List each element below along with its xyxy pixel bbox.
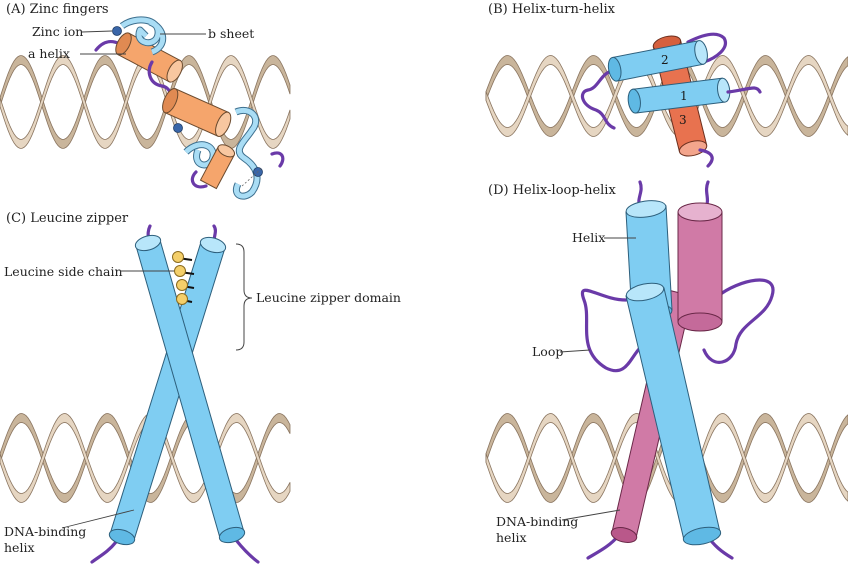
- dna-strand-front: [485, 413, 848, 503]
- dna-binding-label-c: DNA-binding: [4, 524, 86, 539]
- alpha-helix-cylinder: [162, 88, 232, 137]
- alpha-helix-label: a helix: [28, 46, 70, 61]
- dna-binding-label-d-2: helix: [496, 530, 527, 545]
- hlh-loop-label: Loop: [532, 344, 563, 359]
- panel-b-title: (B) Helix-turn-helix: [488, 2, 616, 17]
- hlh-pink-upper-helix: [677, 202, 723, 332]
- dna-strand-front: [485, 55, 848, 137]
- zinc-ion-label: Zinc ion: [32, 24, 83, 39]
- loop-segment: [190, 151, 285, 189]
- zinc-finger-3: [183, 107, 285, 200]
- panel-zinc-fingers: (A) Zinc fingers: [6, 2, 285, 200]
- helix-3-number: 3: [679, 113, 687, 127]
- hlh-helix-label: Helix: [572, 230, 605, 245]
- dna-binding-label-c-2: helix: [4, 540, 35, 555]
- panel-helix-loop-helix: (D) Helix-loop-helix Helix: [488, 180, 775, 560]
- helix-2-cylinder: [607, 40, 708, 82]
- zinc-finger-1: [94, 16, 183, 83]
- leucine-side-chain-label: Leucine side chain: [4, 264, 123, 279]
- loop-segment: [686, 32, 727, 64]
- dna-strand-back: [0, 413, 291, 503]
- leucine-zipper-domain-label: Leucine zipper domain: [256, 290, 401, 305]
- alpha-helix-cylinder: [199, 144, 236, 190]
- loop-segment: [234, 538, 260, 564]
- beta-sheet-label: b sheet: [208, 26, 254, 41]
- loop-segment-left: [580, 288, 642, 373]
- loop-segment: [586, 534, 620, 560]
- zipper-helix-left: [134, 234, 246, 544]
- dna-strand-front: [0, 55, 291, 149]
- zinc-ion-2: [173, 123, 183, 133]
- panel-c-title: (C) Leucine zipper: [6, 211, 129, 226]
- panel-a-title: (A) Zinc fingers: [6, 2, 109, 17]
- leucine-side-chains: [172, 251, 195, 305]
- loop-segment-right: [702, 278, 775, 364]
- panel-helix-turn-helix: (B) Helix-turn-helix 2 1 3: [488, 2, 762, 168]
- panel-leucine-zipper: (C) Leucine zipper Leucine side: [4, 211, 401, 564]
- dna-double-helix-c: [0, 413, 291, 503]
- dna-strand-front: [0, 413, 291, 503]
- helix-1-number: 1: [680, 89, 688, 103]
- loop-segment: [580, 68, 620, 130]
- loop-segment: [90, 540, 118, 564]
- helix-2-number: 2: [661, 53, 669, 67]
- hlh-blue-lower-helix: [625, 282, 722, 546]
- dna-binding-label-d: DNA-binding: [496, 514, 578, 529]
- zinc-ion-1: [112, 26, 122, 36]
- loop-segment: [698, 148, 714, 168]
- panel-d-title: (D) Helix-loop-helix: [488, 183, 616, 198]
- helix-1-cylinder: [627, 77, 731, 114]
- loop-segment: [726, 86, 762, 94]
- zinc-finger-2: [147, 60, 232, 137]
